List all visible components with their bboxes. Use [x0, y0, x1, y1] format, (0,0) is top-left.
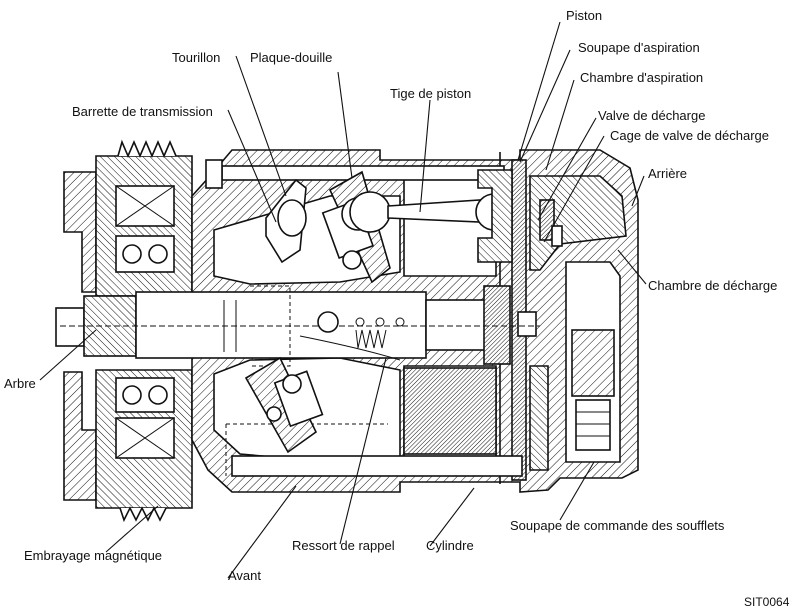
label-drive-lug: Barrette de transmission	[72, 104, 213, 119]
label-cylinder: Cylindre	[426, 538, 474, 553]
label-shaft: Arbre	[4, 376, 36, 391]
label-piston-rod: Tige de piston	[390, 86, 471, 101]
label-journal: Tourillon	[172, 50, 220, 65]
magnetic-clutch-graphic	[63, 139, 193, 523]
label-piston: Piston	[566, 8, 602, 23]
label-return-spring: Ressort de rappel	[292, 538, 395, 553]
swash-plate-graphic	[244, 170, 401, 454]
label-suction-valve: Soupape d'aspiration	[578, 40, 700, 55]
label-discharge-valve-cage: Cage de valve de décharge	[610, 128, 769, 143]
compressor-drawing	[55, 139, 639, 523]
label-magnetic-clutch: Embrayage magnétique	[24, 548, 162, 563]
label-bellows-control-valve: Soupape de commande des soufflets	[510, 518, 725, 533]
label-bush-plate: Plaque-douille	[250, 50, 332, 65]
labels: Piston Soupape d'aspiration Chambre d'as…	[4, 8, 790, 609]
label-discharge-chamber: Chambre de décharge	[648, 278, 777, 293]
shaft-graphic	[55, 285, 540, 367]
figure-code: SIT0064	[744, 595, 790, 609]
label-front: Avant	[228, 568, 261, 583]
label-suction-chamber: Chambre d'aspiration	[580, 70, 703, 85]
leader-lines	[39, 21, 647, 579]
label-rear: Arrière	[648, 166, 687, 181]
label-discharge-valve: Valve de décharge	[598, 108, 705, 123]
